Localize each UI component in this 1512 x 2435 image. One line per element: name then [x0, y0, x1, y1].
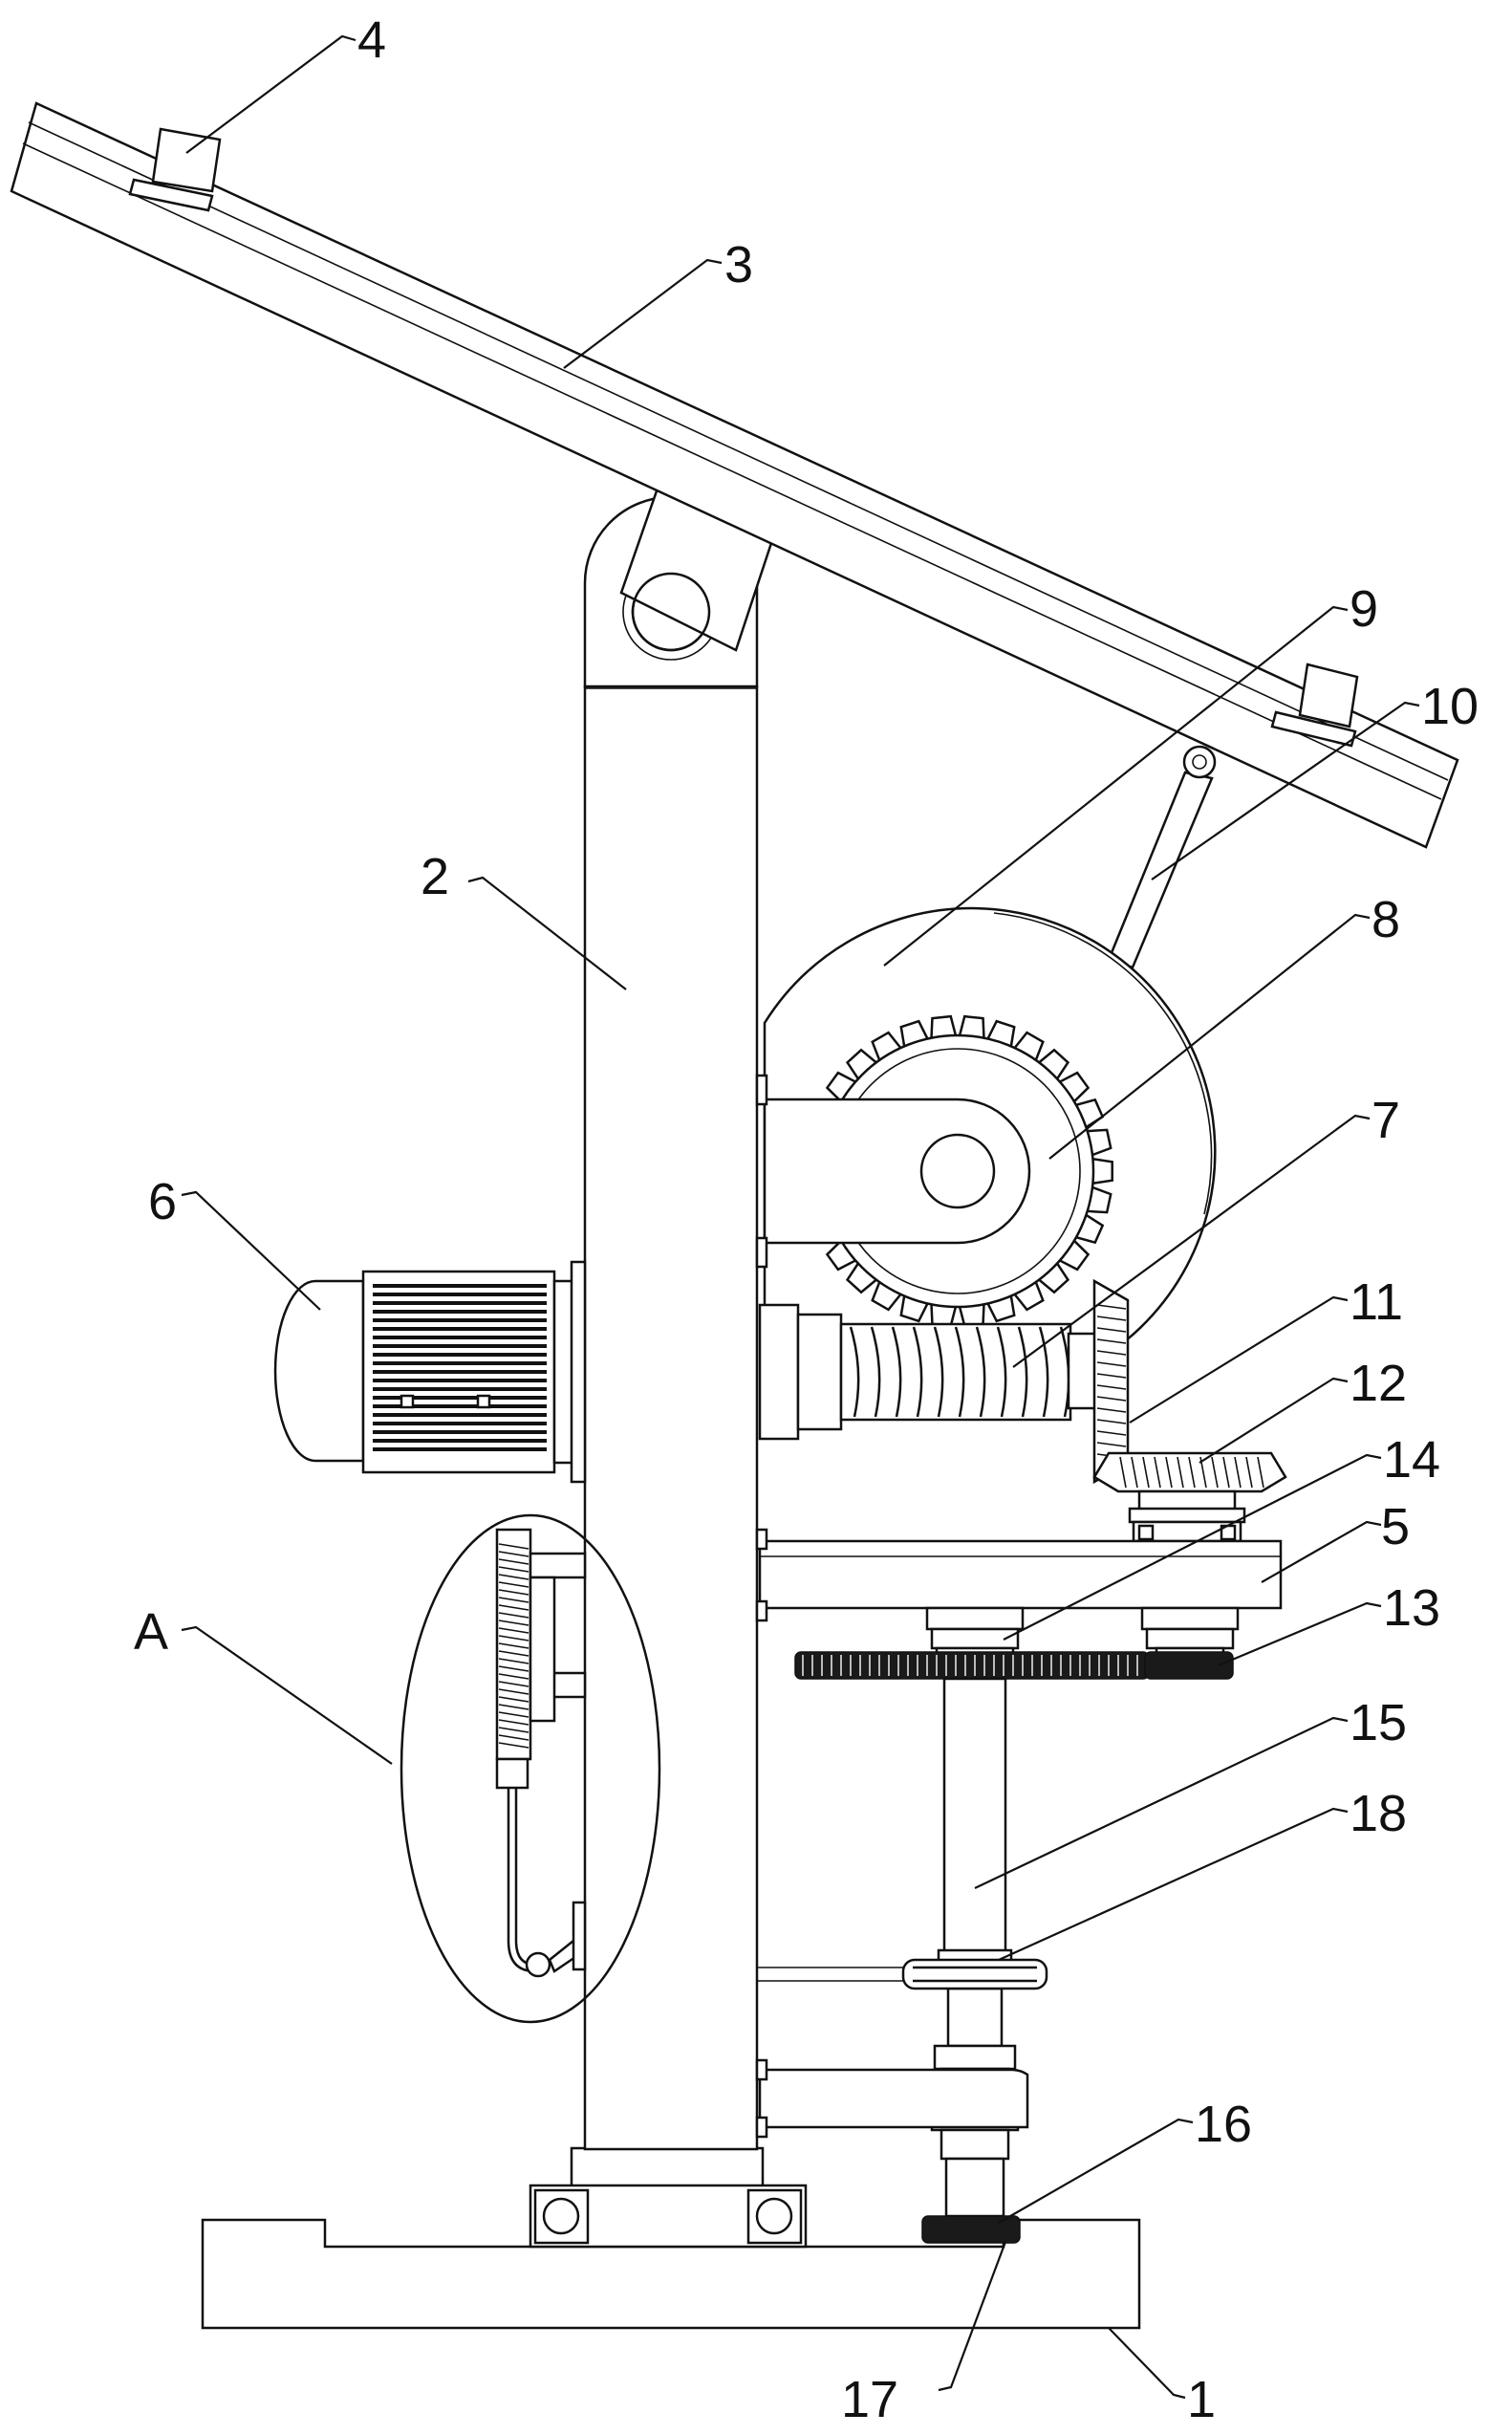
label-8: 8	[1372, 891, 1400, 948]
part-labels: 1 2 3 4 5 6 7 8 9 10 11 12 13 14 15 16 1…	[134, 11, 1479, 2428]
label-4: 4	[357, 11, 386, 69]
label-5: 5	[1381, 1498, 1410, 1555]
wheel-arm	[755, 1074, 1031, 1269]
label-11: 11	[1350, 1273, 1403, 1331]
detail-A	[400, 1513, 661, 2024]
panel-part-3	[10, 101, 1459, 849]
worm-part-7	[758, 1303, 1109, 1441]
column-foot	[529, 2146, 808, 2249]
label-16: 16	[1195, 2096, 1252, 2153]
label-2: 2	[421, 848, 449, 905]
label-A: A	[134, 1603, 168, 1661]
column-part-2	[583, 481, 774, 2151]
label-6: 6	[148, 1173, 177, 1230]
shaft-part-15	[930, 1677, 1020, 2218]
bracket-part-4	[128, 127, 1359, 748]
bevel-gear-part-11	[1092, 1278, 1130, 1485]
label-18: 18	[1350, 1785, 1407, 1842]
label-14: 14	[1383, 1431, 1440, 1489]
label-7: 7	[1372, 1092, 1400, 1149]
label-15: 15	[1350, 1694, 1407, 1751]
bevel-gear-part-12	[1092, 1451, 1287, 1543]
label-12: 12	[1350, 1355, 1407, 1412]
link-rod-part-10	[1107, 745, 1217, 969]
bottom-gear-part-16	[921, 2215, 1021, 2244]
label-10: 10	[1421, 678, 1479, 735]
lower-arm	[755, 2058, 1029, 2139]
label-1: 1	[1187, 2371, 1216, 2428]
spur-gear-part-14	[794, 1651, 1150, 1680]
support-arm-part-5	[755, 1528, 1283, 1622]
label-17: 17	[841, 2371, 898, 2428]
pulley-part-18	[757, 1958, 1048, 1990]
leader-lines	[181, 34, 1420, 2400]
spur-gear-part-13	[1144, 1651, 1234, 1680]
label-13: 13	[1383, 1579, 1440, 1637]
label-9: 9	[1350, 580, 1378, 638]
label-3: 3	[724, 236, 753, 294]
motor-part-6	[273, 1260, 587, 1484]
